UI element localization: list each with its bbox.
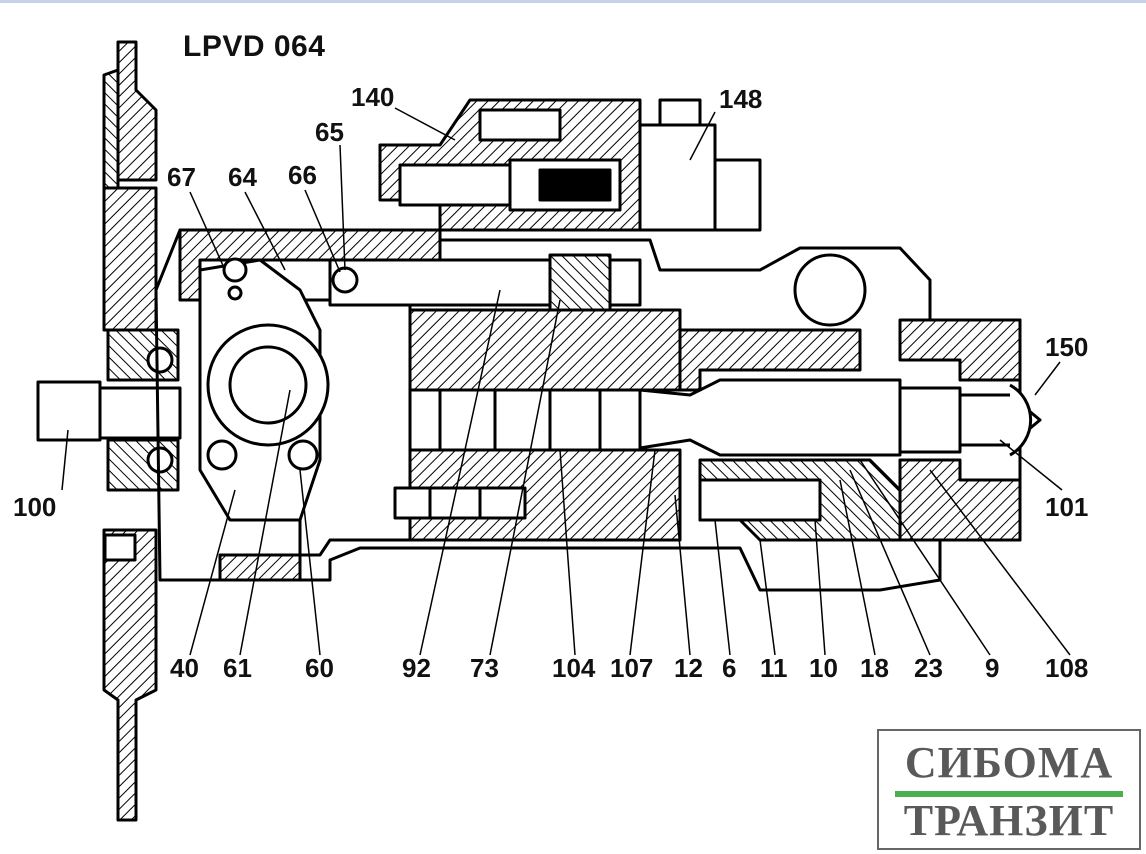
callout-101: 101 xyxy=(1045,492,1089,522)
mounting-flange xyxy=(102,40,158,822)
logo-green-bar xyxy=(895,791,1123,797)
control-valve-block xyxy=(378,98,642,232)
callout-107: 107 xyxy=(610,653,654,683)
diagram-title: LPVD 064 xyxy=(183,30,326,63)
callout-73: 73 xyxy=(470,653,499,683)
solenoid-148 xyxy=(638,98,762,232)
callout-65: 65 xyxy=(315,117,344,147)
company-logo: СИБОМА ТРАНЗИТ xyxy=(877,729,1141,850)
callout-12: 12 xyxy=(674,653,703,683)
rear-cover xyxy=(1009,383,1033,457)
callout-11: 11 xyxy=(760,653,788,683)
callout-108: 108 xyxy=(1045,653,1089,683)
callout-140: 140 xyxy=(351,82,395,112)
callout-92: 92 xyxy=(402,653,431,683)
drive-shaft-100 xyxy=(36,380,182,442)
callout-9: 9 xyxy=(985,653,1000,683)
callout-18: 18 xyxy=(860,653,889,683)
callout-40: 40 xyxy=(170,653,199,683)
callout-104: 104 xyxy=(552,653,596,683)
control-piston-rod xyxy=(328,253,642,312)
front-bearing xyxy=(106,328,180,492)
callout-66: 66 xyxy=(288,160,317,190)
callout-100: 100 xyxy=(13,492,57,522)
callout-61: 61 xyxy=(223,653,252,683)
callout-150: 150 xyxy=(1045,332,1089,362)
callout-23: 23 xyxy=(914,653,943,683)
callout-60: 60 xyxy=(305,653,334,683)
callout-67: 67 xyxy=(167,162,196,192)
callout-6: 6 xyxy=(722,653,737,683)
callout-64: 64 xyxy=(228,162,257,192)
logo-line-2: ТРАНЗИТ xyxy=(903,796,1115,845)
control-lever xyxy=(198,257,330,522)
callout-10: 10 xyxy=(809,653,838,683)
logo-line-1: СИБОМА xyxy=(904,738,1114,787)
top-border-line xyxy=(0,0,1146,3)
callout-148: 148 xyxy=(719,84,763,114)
